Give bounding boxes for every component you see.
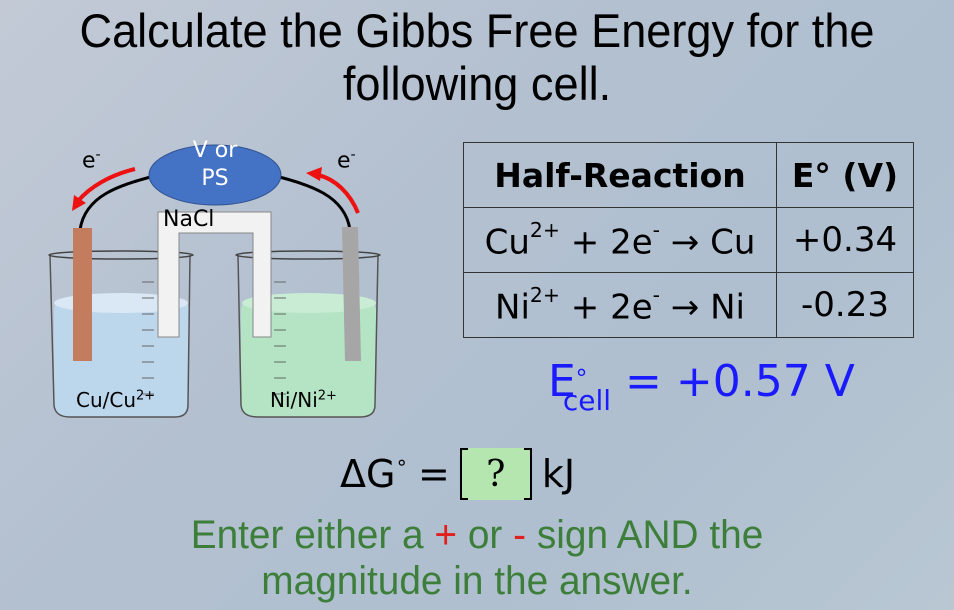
left-wire [78, 173, 159, 231]
half-reaction-cell: Ni2+ + 2e- → Ni [463, 272, 777, 338]
title-line-2: following cell. [342, 57, 612, 110]
right-solution [241, 297, 376, 417]
left-cell-label: Cu/Cu2+ [76, 388, 156, 412]
header-potential: E° (V) [776, 142, 914, 208]
table-header-row: Half-Reaction E° (V) [463, 142, 914, 208]
nickel-electrode [342, 227, 361, 361]
table-row: Cu2+ + 2e- → Cu +0.34 [463, 207, 914, 273]
left-electron-arrow [76, 167, 136, 203]
degree-symbol: ∘ [573, 358, 589, 386]
minus-sign: - [513, 513, 527, 557]
title-line-1: Calculate the Gibbs Free Energy for the [79, 4, 875, 57]
arrow-icon: → [659, 222, 711, 263]
potential-cell: +0.34 [776, 207, 914, 273]
right-wire [271, 173, 352, 231]
right-beaker [237, 254, 379, 418]
half-reaction-cell: Cu2+ + 2e- → Cu [463, 207, 777, 273]
cell-potential-value: +0.57 V [675, 356, 855, 407]
salt-bridge-label: NaCl [163, 207, 215, 232]
question-title: Calculate the Gibbs Free Energy for the … [19, 4, 935, 110]
cell-potential: E∘cell = +0.57 V [548, 356, 855, 417]
plus-sign: + [434, 513, 458, 557]
reduction-potential-table: Half-Reaction E° (V) Cu2+ + 2e- → Cu +0.… [463, 142, 914, 338]
left-electron-label: e- [82, 147, 101, 174]
potential-cell: -0.23 [776, 272, 914, 338]
gibbs-answer-row: ΔG∘= ? kJ [340, 446, 575, 502]
arrow-icon: → [659, 287, 711, 328]
voltmeter-label: V or PS [192, 138, 238, 191]
left-beaker [49, 254, 191, 418]
instructions: Enter either a + or - sign AND the magni… [14, 512, 939, 604]
salt-bridge [157, 211, 272, 338]
header-half-reaction: Half-Reaction [463, 142, 777, 208]
instructions-line-1: Enter either a + or - sign AND the [190, 513, 764, 557]
answer-input[interactable]: ? [459, 448, 532, 500]
answer-placeholder: ? [486, 453, 506, 495]
table-row: Ni2+ + 2e- → Ni -0.23 [463, 272, 914, 338]
copper-electrode [73, 228, 92, 361]
right-arrowhead-icon [306, 167, 322, 181]
voltmeter [148, 144, 282, 206]
right-cell-label: Ni/Ni2+ [270, 388, 337, 412]
cell-illustration [48, 144, 381, 418]
right-electron-arrow [317, 173, 360, 214]
cell-subscript: cell [562, 384, 612, 417]
right-electron-label: e- [337, 147, 356, 174]
delta-g-symbol: ΔG [340, 452, 396, 496]
galvanic-cell-diagram: V or PS NaCl e- e- Cu/Cu2+ Ni/Ni2+ [30, 135, 400, 435]
unit-label: kJ [541, 452, 576, 496]
instructions-line-2: magnitude in the answer. [261, 559, 693, 603]
left-arrowhead-icon [72, 195, 86, 211]
